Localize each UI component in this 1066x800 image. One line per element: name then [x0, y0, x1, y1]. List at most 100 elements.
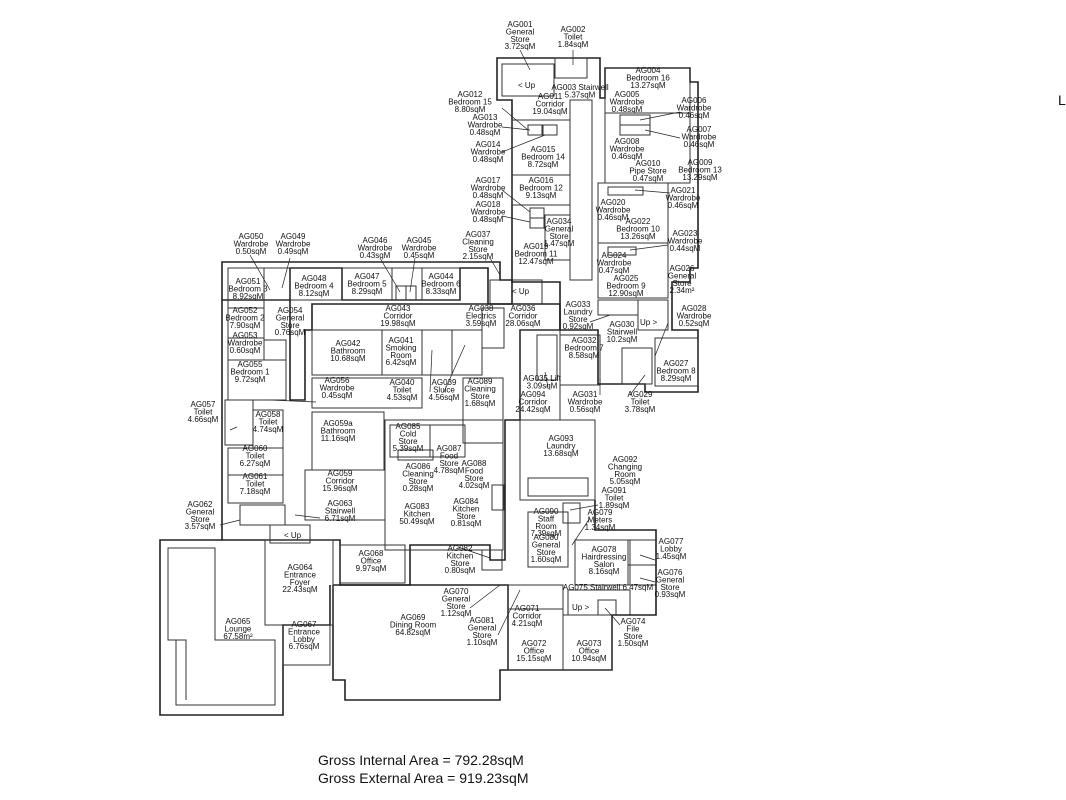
- room-code: AG078: [592, 545, 617, 554]
- room-detail: 6.71sqM: [325, 514, 356, 523]
- room-detail: 24.42sqM: [515, 405, 550, 414]
- room-detail: Cold: [400, 429, 416, 438]
- room-code: AG030: [610, 320, 635, 329]
- room-code: AG067: [292, 620, 317, 629]
- room-code: AG070: [444, 587, 469, 596]
- stair-label: < Up: [512, 287, 530, 296]
- room-detail: Bedroom 10: [616, 224, 660, 233]
- room-detail: 0.52sqM: [679, 319, 710, 328]
- room-code: AG085: [396, 422, 421, 431]
- room-detail: 15.96sqM: [322, 484, 357, 493]
- room-detail: 11.16sqM: [321, 434, 356, 443]
- room-detail: Store: [190, 515, 210, 524]
- room-detail: Wardrobe: [597, 258, 632, 267]
- room-detail: Bedroom 16: [626, 73, 670, 82]
- room-code: AG032: [572, 336, 597, 345]
- room-detail: 0.60sqM: [230, 346, 261, 355]
- room-code: AG063: [328, 499, 353, 508]
- room-detail: Toilet: [564, 32, 583, 41]
- room-code: AG003 Stairwell: [551, 83, 609, 92]
- room-detail: Cleaning: [402, 469, 434, 478]
- room-code: AG051: [236, 277, 261, 286]
- room-code: AG080: [534, 533, 559, 542]
- room-detail: General: [276, 313, 305, 322]
- room-detail: Entrance: [288, 627, 321, 636]
- room-detail: Kitchen: [447, 551, 474, 560]
- room-detail: Store: [408, 477, 428, 486]
- room-detail: Corridor: [513, 611, 542, 620]
- room-code: AG035 Lift: [523, 374, 562, 383]
- room-detail: Bedroom 1: [230, 367, 270, 376]
- room-detail: 2.15sqM: [463, 252, 494, 261]
- floor-plan: < Up < Up Up > < Up Up > AG001GeneralSto…: [159, 20, 723, 716]
- room-detail: Wardrobe: [568, 397, 603, 406]
- room-detail: Wardrobe: [677, 103, 712, 112]
- room-code: AG053: [233, 331, 258, 340]
- room-code: AG081: [470, 616, 495, 625]
- room-detail: Laundry: [564, 307, 593, 316]
- room-detail: 0.81sqM: [451, 519, 482, 528]
- room-detail: 3.59sqM: [466, 319, 497, 328]
- room-code: AG047: [355, 272, 380, 281]
- room-detail: 3.57sqM: [185, 522, 216, 531]
- room-detail: 0.93sqM: [655, 590, 686, 599]
- room-detail: Room: [614, 470, 636, 479]
- room-code: AG023: [673, 229, 698, 238]
- room-detail: 13.68sqM: [543, 449, 578, 458]
- room-detail: Salon: [594, 560, 614, 569]
- room-detail: Wardrobe: [234, 239, 269, 248]
- room-detail: 10.94sqM: [571, 654, 606, 663]
- room-detail: 4.74sqM: [253, 425, 284, 434]
- room-detail: Wardrobe: [610, 144, 645, 153]
- gross-internal-area: Gross Internal Area = 792.28sqM: [318, 752, 524, 768]
- room-detail: General: [468, 623, 497, 632]
- room-detail: Wardrobe: [228, 338, 263, 347]
- room-detail: 4.66sqM: [188, 415, 219, 424]
- room-code: AG027: [664, 359, 689, 368]
- room-code: AG059: [328, 469, 353, 478]
- room-detail: General: [506, 27, 535, 36]
- room-detail: Room: [535, 522, 557, 531]
- room-detail: 1.10sqM: [467, 638, 498, 647]
- room-code: AG044: [429, 272, 454, 281]
- room-detail: Bedroom 5: [347, 279, 387, 288]
- room-code: AG029: [628, 390, 653, 399]
- room-detail: 0.46sqM: [684, 140, 715, 149]
- room-detail: Wardrobe: [471, 207, 506, 216]
- room-code: AG021: [671, 186, 696, 195]
- room-detail: Bedroom 6: [421, 279, 461, 288]
- room-detail: Meters: [588, 515, 612, 524]
- room-detail: 13.26sqM: [620, 232, 655, 241]
- room-detail: 9.13sqM: [526, 191, 557, 200]
- room-detail: Store: [398, 437, 418, 446]
- room-detail: 22.43sqM: [282, 585, 317, 594]
- room-detail: 3.78sqM: [625, 405, 656, 414]
- room-detail: 50.49sqM: [399, 517, 434, 526]
- room-detail: 0.80sqM: [445, 566, 476, 575]
- room-detail: 0.45sqM: [322, 391, 353, 400]
- room-code: AG092: [613, 455, 638, 464]
- room-code: AG060: [243, 444, 268, 453]
